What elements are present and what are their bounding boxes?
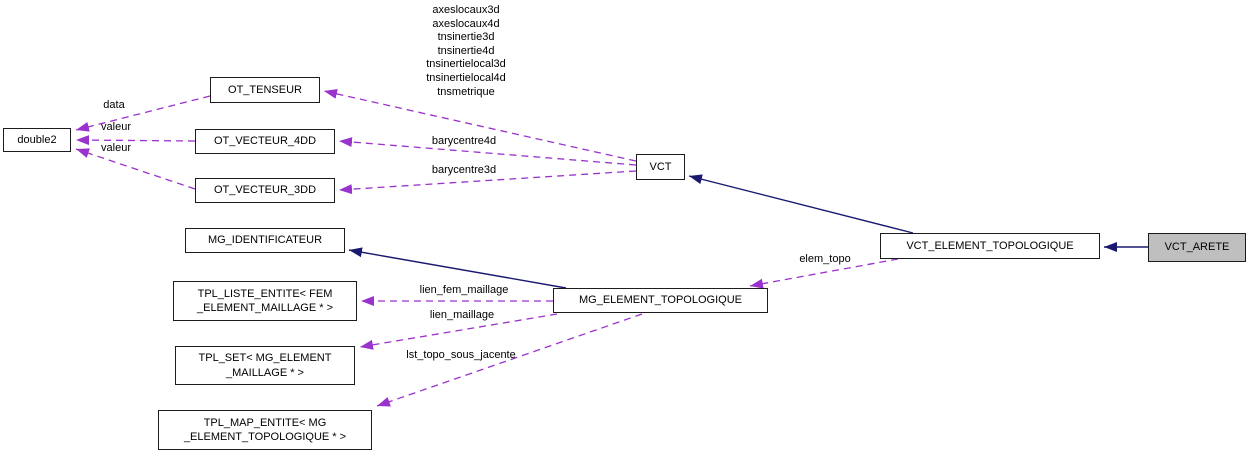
edge-barycentre3d [338,170,637,195]
node-mg-element-topologique[interactable]: MG_ELEMENT_TOPOLOGIQUE [553,288,768,313]
edge-data [75,95,211,132]
edge-vct-tenseur [323,88,637,162]
node-mg-identificateur[interactable]: MG_IDENTIFICATEUR [185,228,345,253]
node-tpl-set[interactable]: TPL_SET< MG_ELEMENT _MAILLAGE * > [175,346,355,385]
node-vct-arete: VCT_ARETE [1148,233,1246,262]
edge-valeur-3dd [75,148,196,190]
node-double2[interactable]: double2 [3,128,71,152]
node-tpl-liste-entite[interactable]: TPL_LISTE_ENTITE< FEM _ELEMENT_MAILLAGE … [173,281,357,321]
node-tpl-map-entite[interactable]: TPL_MAP_ENTITE< MG _ELEMENT_TOPOLOGIQUE … [158,410,372,450]
edge-barycentre4d [338,137,637,166]
node-vct[interactable]: VCT [636,154,685,180]
edge-elem-topo [749,258,899,289]
node-ot-vecteur-4dd[interactable]: OT_VECTEUR_4DD [195,129,335,154]
edge-vctel-inherits-vct [688,174,914,234]
edge-valeur-4dd [75,135,196,146]
node-ot-vecteur-3dd[interactable]: OT_VECTEUR_3DD [195,178,335,203]
edge-lien-maillage [359,313,558,350]
edge-mgel-inherits-mgid [348,247,567,289]
edge-lst-topo [376,313,643,407]
node-ot-tenseur[interactable]: OT_TENSEUR [210,77,320,103]
node-vct-element-topologique[interactable]: VCT_ELEMENT_TOPOLOGIQUE [880,233,1100,259]
